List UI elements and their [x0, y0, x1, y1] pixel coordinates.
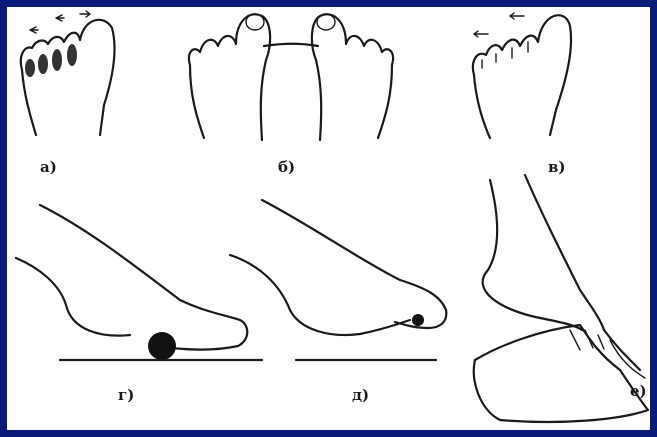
panel-e-label: д) [352, 386, 369, 404]
panel-f-label: е) [630, 382, 647, 400]
panel-a-toes-spread: а) [21, 11, 115, 176]
panel-d-ball-roll: г) [16, 205, 262, 404]
panel-b-label: б) [278, 158, 295, 176]
panel-b-toe-band: б) [189, 14, 393, 176]
panel-d-label: г) [118, 386, 134, 404]
panel-f-cloth-grab: е) [474, 175, 648, 422]
panel-a-label: а) [40, 158, 57, 176]
panel-c-label: в) [548, 158, 566, 176]
panel-e-toe-grip: д) [230, 200, 446, 404]
panel-c-toes-shift: в) [473, 13, 571, 176]
